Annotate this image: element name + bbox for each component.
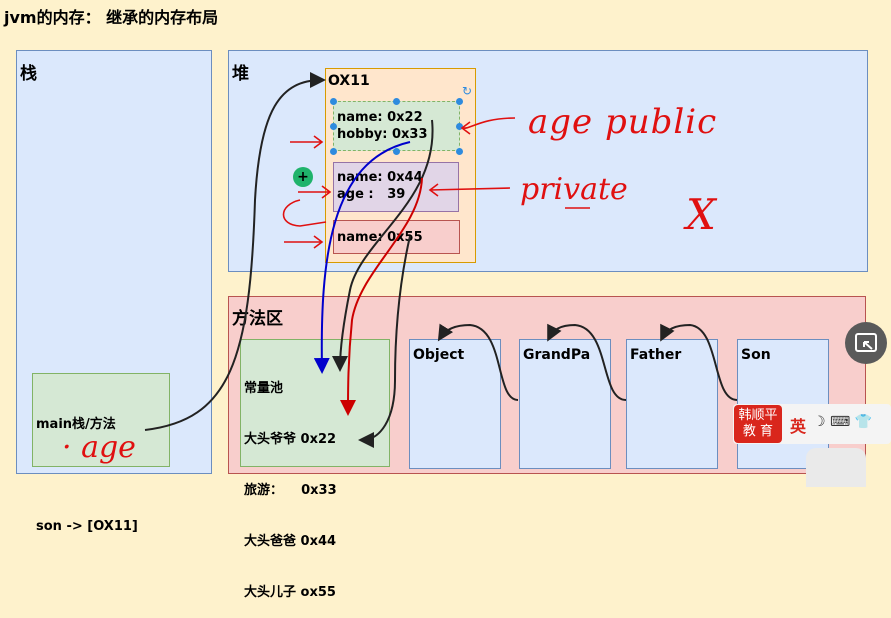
stack-frame-title: main栈/方法 — [36, 417, 116, 432]
brand-logo: 韩顺平 教 育 — [734, 405, 782, 443]
reference-arrow — [332, 119, 434, 372]
annotation-arrow — [298, 185, 332, 199]
annotation-arrow — [282, 199, 327, 227]
selection-handle[interactable] — [393, 98, 400, 105]
class-object: Object — [409, 339, 501, 469]
constant-pool-entry: 大头儿子 ox55 — [244, 585, 336, 600]
exit-fullscreen-button[interactable] — [845, 322, 887, 364]
add-icon[interactable]: + — [293, 167, 313, 187]
annotation-arrow — [284, 235, 324, 249]
annotation-arrow — [428, 183, 511, 197]
annotation-public: age public — [528, 102, 718, 142]
stack-frame-entry: son -> [OX11] — [36, 519, 138, 534]
ime-language-toggle[interactable]: 英 — [790, 417, 807, 436]
class-grandpa: GrandPa — [519, 339, 611, 469]
selection-handle[interactable] — [330, 123, 337, 130]
selection-handle[interactable] — [456, 98, 463, 105]
ime-tool-icons[interactable]: ☽ ⌨ 👕 — [813, 414, 873, 430]
brand-logo-line2: 教 育 — [742, 424, 774, 439]
selection-handle[interactable] — [330, 148, 337, 155]
inheritance-arrow — [547, 323, 627, 401]
reference-arrow — [144, 72, 326, 431]
exit-fullscreen-icon — [855, 333, 877, 352]
heap-area-label: 堆 — [232, 64, 249, 84]
tv-mascot-icon — [806, 448, 866, 487]
constant-pool-title: 常量池 — [244, 381, 284, 396]
class-father: Father — [626, 339, 718, 469]
selection-handle[interactable] — [456, 148, 463, 155]
stack-area-label: 栈 — [20, 64, 37, 84]
annotation-age: · age — [62, 430, 136, 465]
constant-pool-entry: 大头爸爸 0x44 — [244, 534, 337, 549]
constant-pool-entry: 大头爷爷 0x22 — [244, 432, 337, 447]
rotate-icon[interactable]: ↻ — [462, 84, 473, 98]
inheritance-arrow — [660, 323, 738, 401]
son-fields: name: 0x55 — [333, 220, 460, 254]
selection-handle[interactable] — [456, 123, 463, 130]
reference-arrow — [358, 235, 411, 448]
reference-arrow — [340, 177, 423, 416]
selection-handle[interactable] — [330, 98, 337, 105]
selection-handle[interactable] — [393, 148, 400, 155]
page-title: jvm的内存： 继承的内存布局 — [4, 8, 219, 27]
inheritance-arrow — [437, 323, 519, 401]
reference-arrow — [313, 141, 411, 374]
annotation-arrow — [460, 117, 516, 135]
father-fields: name: 0x44 age : 39 — [333, 162, 459, 212]
annotation-arrow — [290, 135, 324, 149]
annotation-private: private — [520, 172, 628, 207]
brand-logo-line1: 韩顺平 — [738, 408, 778, 423]
connector-layer — [144, 72, 738, 448]
object-address: OX11 — [328, 73, 370, 89]
annotation-cross: X — [686, 190, 716, 239]
